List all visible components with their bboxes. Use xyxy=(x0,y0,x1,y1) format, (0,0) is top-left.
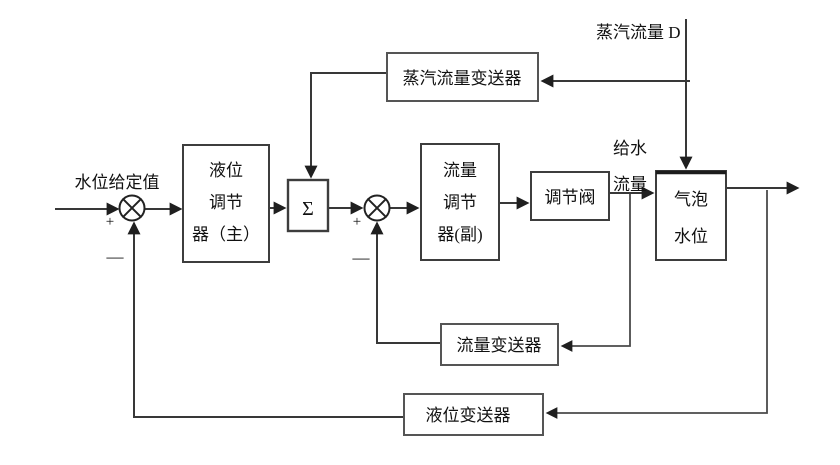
wire-output-tap-to-level-transmitter xyxy=(545,190,768,419)
block-steam-flow-transmitter-frame xyxy=(386,52,539,102)
flow-transmitter-label: 流量变送器 xyxy=(457,336,542,355)
wire-steam-transmitter-to-sigma xyxy=(304,72,387,179)
sigma-symbol: Σ xyxy=(302,198,314,220)
block-sigma-frame xyxy=(286,178,330,233)
flow-controller-label-line3: 器(副) xyxy=(437,225,482,244)
level-controller-label-line3: 器（主） xyxy=(192,225,260,244)
wires xyxy=(55,19,800,419)
sum2-plus-sign: + xyxy=(353,214,361,230)
sum1-cross xyxy=(122,198,142,218)
steam-flow-label: 蒸汽流量 D xyxy=(596,23,681,42)
setpoint-label: 水位给定值 xyxy=(75,173,160,192)
steam-flow-transmitter-label: 蒸汽流量变送器 xyxy=(403,69,522,88)
wire-level-transmitter-to-sum1 xyxy=(127,221,404,418)
level-controller-label-line1: 液位 xyxy=(209,161,243,180)
wire-flow-transmitter-to-sum2 xyxy=(370,221,441,344)
drum-water-level-label-line1: 气泡 xyxy=(674,190,708,209)
block-level-transmitter-frame xyxy=(403,393,544,436)
drum-water-level-label-line2: 水位 xyxy=(674,227,708,246)
sum1-plus-sign: + xyxy=(106,214,114,230)
level-transmitter-label: 液位变送器 xyxy=(426,406,511,425)
block-control-valve-frame xyxy=(530,171,610,221)
flow-controller-label-line2: 调节 xyxy=(443,193,477,212)
flow-controller-label-line1: 流量 xyxy=(443,161,477,180)
sum2-minus-sign: — xyxy=(352,248,371,267)
level-controller-label-line2: 调节 xyxy=(209,193,243,212)
block-level-controller-frame xyxy=(182,144,270,263)
block-flow-transmitter-frame xyxy=(440,323,559,366)
feedwater-flow-label-line2: 流量 xyxy=(613,175,647,194)
feedwater-flow-label-line1: 给水 xyxy=(613,139,647,158)
block-drum-water-level-frame xyxy=(655,170,727,261)
diagram-texts: 水位给定值 蒸汽流量 D 给水 流量 + — + — Σ 蒸汽流量变送器 液位 … xyxy=(75,23,709,425)
block-frames xyxy=(182,52,727,436)
wire-feedwater-tap-to-flow-transmitter xyxy=(560,194,631,352)
sum2-cross xyxy=(367,198,387,218)
sum-junction-flow xyxy=(363,194,391,222)
block-flow-controller-frame xyxy=(420,143,500,261)
control-valve-label: 调节阀 xyxy=(545,188,596,207)
sum-junction-level xyxy=(118,194,146,222)
sum1-minus-sign: — xyxy=(106,247,125,266)
